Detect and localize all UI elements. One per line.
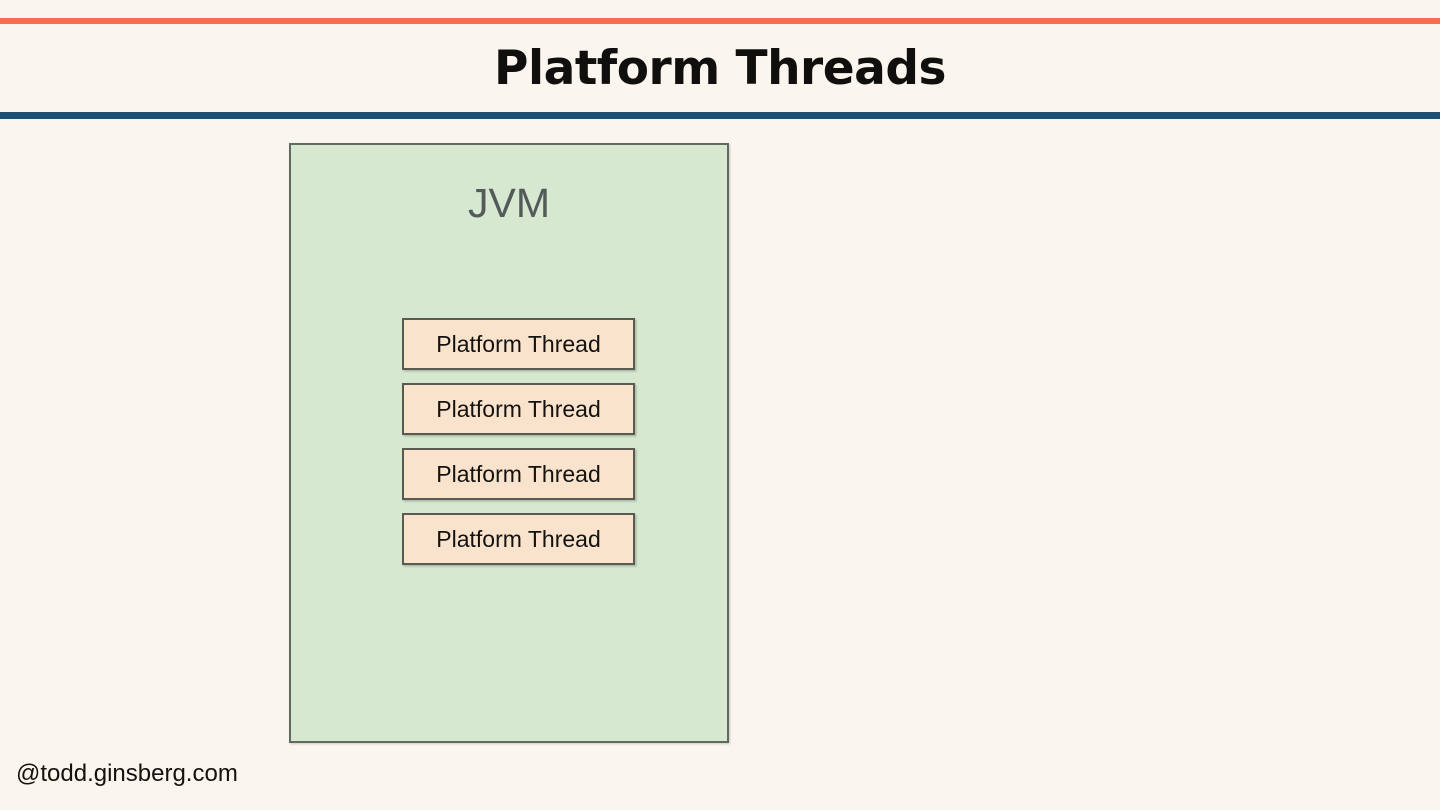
platform-thread-box: Platform Thread bbox=[402, 513, 635, 565]
page-title: Platform Threads bbox=[494, 40, 946, 96]
platform-thread-label: Platform Thread bbox=[436, 525, 601, 552]
platform-thread-box: Platform Thread bbox=[402, 448, 635, 500]
platform-thread-list: Platform Thread Platform Thread Platform… bbox=[402, 318, 635, 565]
jvm-container-box: JVM Platform Thread Platform Thread Plat… bbox=[289, 143, 729, 743]
footer-handle: @todd.ginsberg.com bbox=[16, 760, 238, 787]
platform-thread-box: Platform Thread bbox=[402, 318, 635, 370]
platform-thread-label: Platform Thread bbox=[436, 460, 601, 487]
platform-thread-label: Platform Thread bbox=[436, 330, 601, 357]
platform-thread-box: Platform Thread bbox=[402, 383, 635, 435]
jvm-label: JVM bbox=[468, 180, 550, 226]
title-divider-rule bbox=[0, 112, 1440, 119]
platform-thread-label: Platform Thread bbox=[436, 395, 601, 422]
title-bar: Platform Threads bbox=[0, 24, 1440, 112]
top-accent-rule bbox=[0, 18, 1440, 24]
